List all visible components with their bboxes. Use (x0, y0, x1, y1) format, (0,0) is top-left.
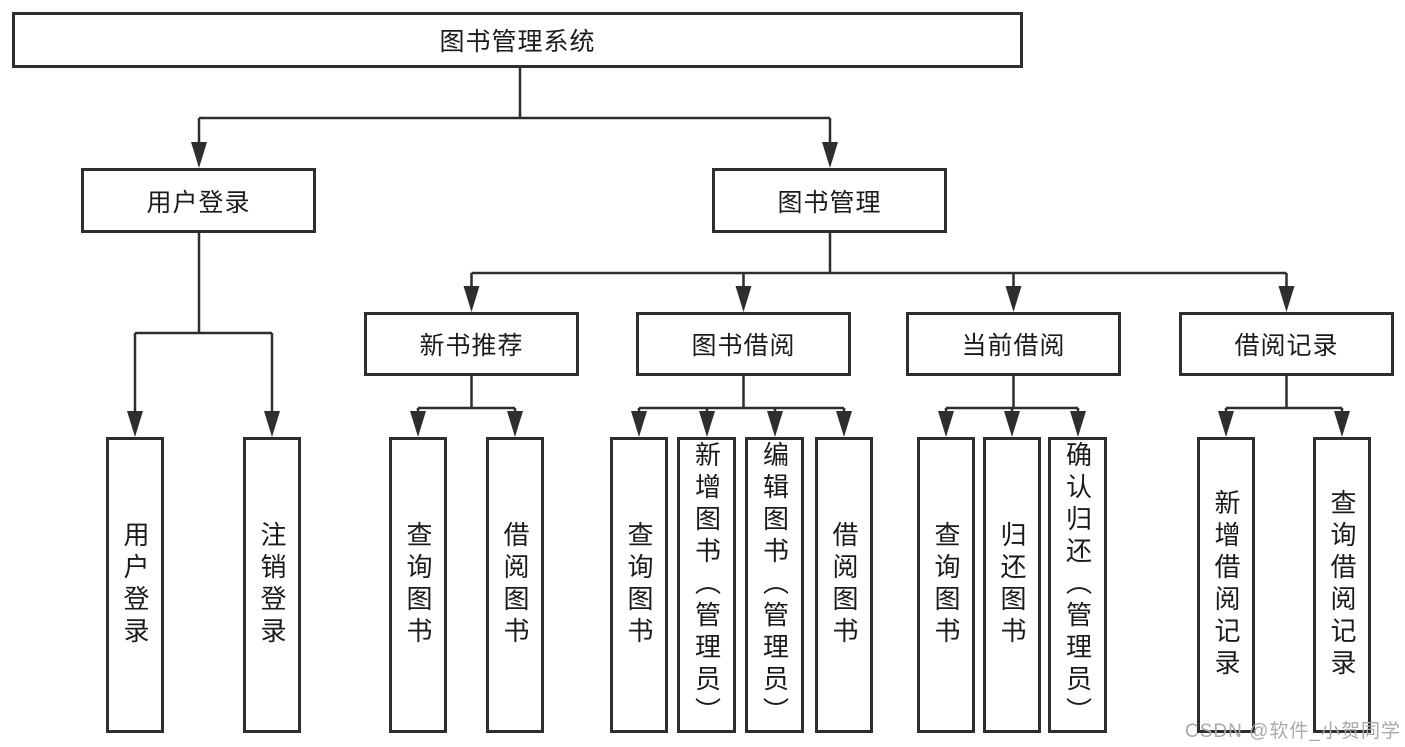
node-label: 查询图书 (403, 521, 433, 649)
node-new-book-recommend: 新书推荐 (364, 312, 579, 376)
node-label: 借阅图书 (829, 521, 859, 649)
arrow-icon (631, 411, 647, 437)
node-label: 查询图书 (624, 521, 654, 649)
node-label: 新书推荐 (419, 332, 524, 360)
arrow-icon (1218, 411, 1234, 437)
arrow-icon (264, 411, 280, 437)
node-label: 用户登录 (120, 521, 150, 649)
node-label: 确认归还（管理员） (1062, 441, 1093, 729)
arrow-icon (836, 411, 852, 437)
node-query-books-borrow: 查询图书 (610, 437, 668, 733)
node-confirm-return-admin: 确认归还（管理员） (1048, 437, 1107, 733)
arrow-icon (191, 142, 207, 168)
node-add-book-admin: 新增图书（管理员） (677, 437, 736, 733)
arrow-icon (1334, 411, 1350, 437)
node-library-management-system: 图书管理系统 (12, 12, 1023, 68)
arrow-icon (507, 411, 523, 437)
node-label: 查询图书 (931, 521, 961, 649)
arrow-icon (735, 286, 752, 312)
node-label: 图书管理 (777, 188, 882, 217)
arrow-icon (1278, 286, 1295, 312)
node-borrow-books: 借阅图书 (815, 437, 873, 733)
node-query-books-current: 查询图书 (917, 437, 975, 733)
node-query-books-recommend: 查询图书 (389, 437, 447, 733)
node-label: 查询借阅记录 (1327, 489, 1357, 681)
node-label: 用户登录 (146, 188, 251, 217)
arrow-icon (699, 411, 715, 437)
node-label: 借阅记录 (1234, 332, 1339, 360)
arrow-icon (463, 286, 480, 312)
arrow-icon (822, 142, 838, 168)
node-label: 新增借阅记录 (1211, 489, 1241, 681)
node-edit-book-admin: 编辑图书（管理员） (745, 437, 804, 733)
node-label: 图书管理系统 (439, 28, 596, 56)
node-current-borrow: 当前借阅 (906, 312, 1121, 376)
node-label: 图书借阅 (691, 332, 796, 360)
arrow-icon (938, 411, 954, 437)
arrow-icon (1070, 411, 1086, 437)
arrow-icon (1005, 286, 1022, 312)
node-label: 借阅图书 (500, 521, 530, 649)
node-label: 归还图书 (997, 521, 1027, 649)
node-book-management: 图书管理 (712, 168, 947, 233)
node-label: 注销登录 (257, 521, 287, 649)
node-return-book: 归还图书 (983, 437, 1041, 733)
node-query-borrow-record: 查询借阅记录 (1313, 437, 1371, 733)
arrow-icon (1004, 411, 1020, 437)
arrow-icon (410, 411, 426, 437)
node-add-borrow-record: 新增借阅记录 (1197, 437, 1255, 733)
node-borrow-records: 借阅记录 (1179, 312, 1394, 376)
node-logout: 注销登录 (243, 437, 301, 733)
node-label: 新增图书（管理员） (691, 441, 722, 729)
node-label: 编辑图书（管理员） (759, 441, 790, 729)
node-user-login-action: 用户登录 (106, 437, 164, 733)
arrow-icon (127, 411, 143, 437)
watermark: CSDN @软件_小贺同学 (1185, 721, 1401, 742)
node-book-borrow: 图书借阅 (636, 312, 851, 376)
arrow-icon (767, 411, 783, 437)
node-borrow-books-recommend: 借阅图书 (486, 437, 544, 733)
node-user-login: 用户登录 (81, 168, 316, 233)
node-label: 当前借阅 (961, 332, 1066, 360)
